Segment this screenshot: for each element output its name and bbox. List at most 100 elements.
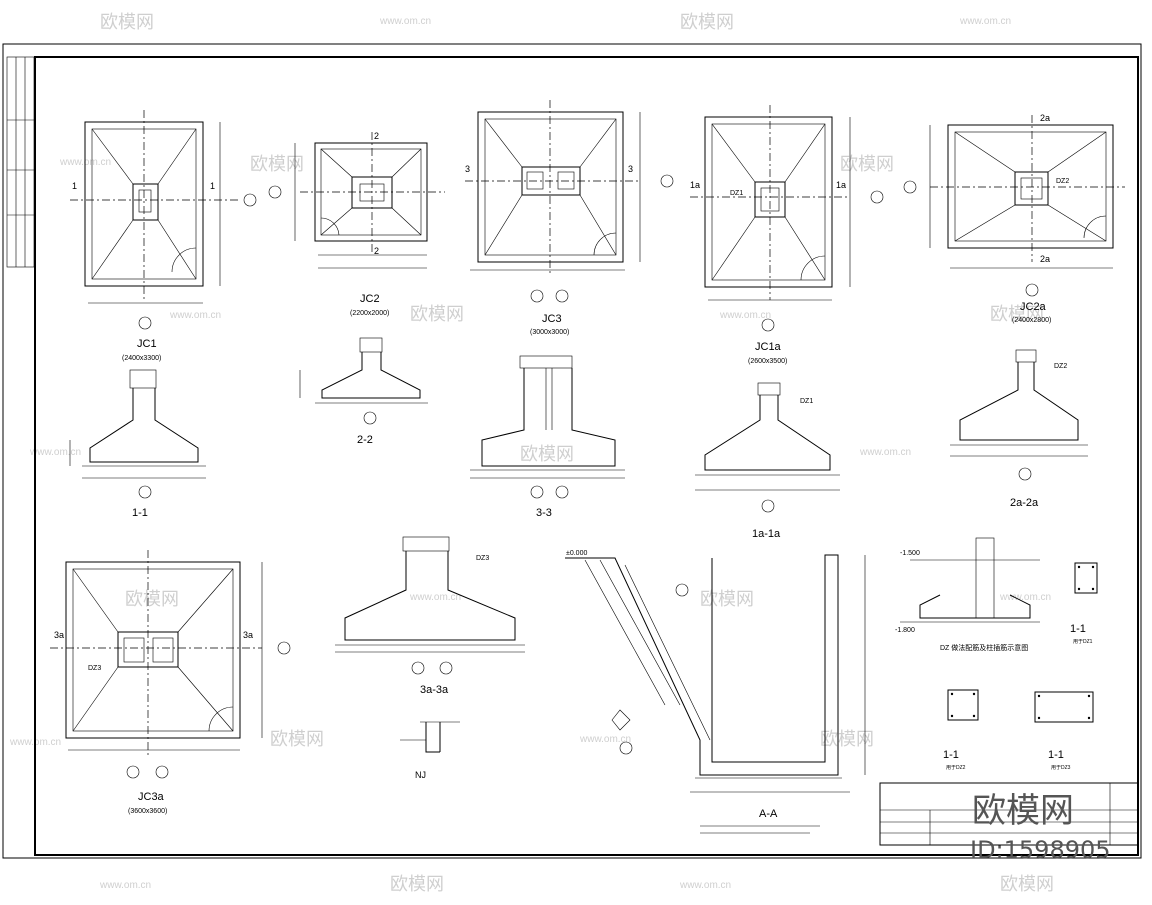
elevation-label: -1.800	[895, 627, 915, 634]
section-2a-2a: DZ2 2a-2a	[950, 349, 1088, 509]
watermark-brand: 欧模网	[270, 729, 324, 749]
footing-size: (2200x2000)	[350, 310, 389, 317]
watermark-url: www.om.cn	[679, 880, 731, 891]
section-3-3: 3-3	[470, 355, 625, 519]
left-title-strip	[6, 56, 35, 268]
section-title: 1a-1a	[752, 528, 781, 540]
watermark-brand: 欧模网	[250, 154, 304, 174]
section-title: 1-1	[943, 749, 959, 761]
column-tag: DZ1	[730, 190, 743, 197]
watermark-url: www.om.cn	[999, 592, 1051, 603]
footing-name: JC1	[137, 338, 157, 350]
watermark-brand: 欧模网	[700, 589, 754, 609]
cut-mark: 3	[465, 164, 470, 174]
cut-mark: 2	[374, 246, 379, 256]
section-2-2: 2-2	[299, 337, 428, 446]
footing-name: JC3	[542, 313, 562, 325]
column-tag: DZ2	[1054, 363, 1067, 370]
dz-detail: -1.500 -1.800 DZ 做法配筋及柱插筋示意图	[895, 537, 1040, 652]
cut-mark: 1	[210, 181, 215, 191]
section-title: NJ	[415, 770, 426, 780]
section-title: 3-3	[536, 507, 552, 519]
inner-frame	[34, 56, 1139, 856]
footing-name: JC2	[360, 293, 380, 305]
section-title: 1-1	[132, 507, 148, 519]
elevation-label: ±0.000	[566, 550, 587, 557]
column-tag: DZ1	[800, 398, 813, 405]
footing-size: (3000x3000)	[530, 329, 569, 336]
stamp-brand: 欧模网	[972, 791, 1074, 831]
footing-plan-jc1: 1 1 JC1 (2400x3300)	[70, 110, 257, 362]
watermark-brand: 欧模网	[680, 12, 734, 32]
outer-frame	[2, 43, 1142, 859]
footing-plan-jc3a: 3a 3a DZ3 JC3a (3600x3600)	[50, 550, 291, 815]
section-title: 2a-2a	[1010, 497, 1039, 509]
watermark-url: www.om.cn	[99, 880, 151, 891]
cut-mark: 3	[628, 164, 633, 174]
cut-mark: 3a	[243, 630, 253, 640]
watermark-brand: 欧模网	[1000, 874, 1054, 894]
footing-size: (2600x3500)	[748, 358, 787, 365]
cut-mark: 1a	[836, 180, 846, 190]
footing-plan-jc1a: 1a 1a DZ1 JC1a (2600x3500)	[690, 105, 884, 365]
watermark-url: www.om.cn	[719, 310, 771, 321]
detail-title: DZ 做法配筋及柱插筋示意图	[940, 643, 1028, 652]
small-section-dz1: 1-1 用于DZ1	[1070, 562, 1098, 645]
watermark-brand: 欧模网	[125, 589, 179, 609]
section-title: 2-2	[357, 434, 373, 446]
column-tag: DZ3	[476, 555, 489, 562]
cut-mark: 2a	[1040, 254, 1050, 264]
footing-plan-jc2a: 2a 2a DZ2 JC2a (2400x2800)	[903, 113, 1125, 324]
footing-size: (3600x3600)	[128, 808, 167, 815]
section-1a-1a: DZ1 1a-1a	[695, 382, 840, 540]
section-title: 3a-3a	[420, 684, 449, 696]
watermark-url: www.om.cn	[959, 16, 1011, 27]
watermark-brand: 欧模网	[520, 444, 574, 464]
cut-mark: 1	[72, 181, 77, 191]
watermark-brand: 欧模网	[840, 154, 894, 174]
section-title: A-A	[759, 808, 778, 820]
elevation-label: -1.500	[900, 550, 920, 557]
watermark-layer: 欧模网 www.om.cn 欧模网 www.om.cn www.om.cn 欧模…	[9, 12, 1054, 894]
column-tag: DZ3	[88, 665, 101, 672]
section-title: 1-1	[1048, 749, 1064, 761]
section-3a-3a: DZ3 3a-3a	[335, 536, 525, 696]
small-section-dz2: 1-1 用于DZ2	[943, 689, 979, 771]
watermark-brand: 欧模网	[820, 729, 874, 749]
notes-lines	[700, 825, 820, 834]
footing-name: JC2a	[1020, 301, 1047, 313]
section-caption: 用于DZ3	[1051, 765, 1071, 771]
footing-name: JC1a	[755, 341, 782, 353]
detail-nj: NJ	[400, 721, 460, 780]
small-section-dz3: 1-1 用于DZ3	[1034, 691, 1094, 771]
stamp-id: ID:1598905	[970, 836, 1111, 864]
watermark-url: www.om.cn	[169, 310, 221, 321]
section-caption: 用于DZ2	[946, 765, 966, 771]
cut-mark: 2a	[1040, 113, 1050, 123]
footing-plan-jc2: 2 2 JC2 (2200x2000)	[268, 131, 445, 317]
cut-mark: 3a	[54, 630, 64, 640]
watermark-brand: 欧模网	[390, 874, 444, 894]
watermark-brand: 欧模网	[100, 12, 154, 32]
section-1-1: 1-1	[69, 369, 206, 519]
section-title: 1-1	[1070, 623, 1086, 635]
cut-mark: 1a	[690, 180, 700, 190]
watermark-url: www.om.cn	[579, 734, 631, 745]
title-block	[879, 782, 1139, 846]
section-a-a: ±0.000 A-A	[565, 550, 866, 834]
cut-mark: 2	[374, 131, 379, 141]
footing-name: JC3a	[138, 791, 165, 803]
watermark-brand: 欧模网	[990, 304, 1044, 324]
watermark-url: www.om.cn	[29, 447, 81, 458]
column-tag: DZ2	[1056, 178, 1069, 185]
watermark-url: www.om.cn	[379, 16, 431, 27]
section-caption: 用于DZ1	[1073, 639, 1093, 645]
footing-plan-jc3: 3 3 JC3 (3000x3000)	[465, 100, 674, 336]
footing-size: (2400x3300)	[122, 355, 161, 362]
brand-stamp: 欧模网 ID:1598905	[970, 791, 1111, 864]
footing-size: (2400x2800)	[1012, 317, 1051, 324]
watermark-brand: 欧模网	[410, 304, 464, 324]
watermark-url: www.om.cn	[859, 447, 911, 458]
watermark-url: www.om.cn	[409, 592, 461, 603]
